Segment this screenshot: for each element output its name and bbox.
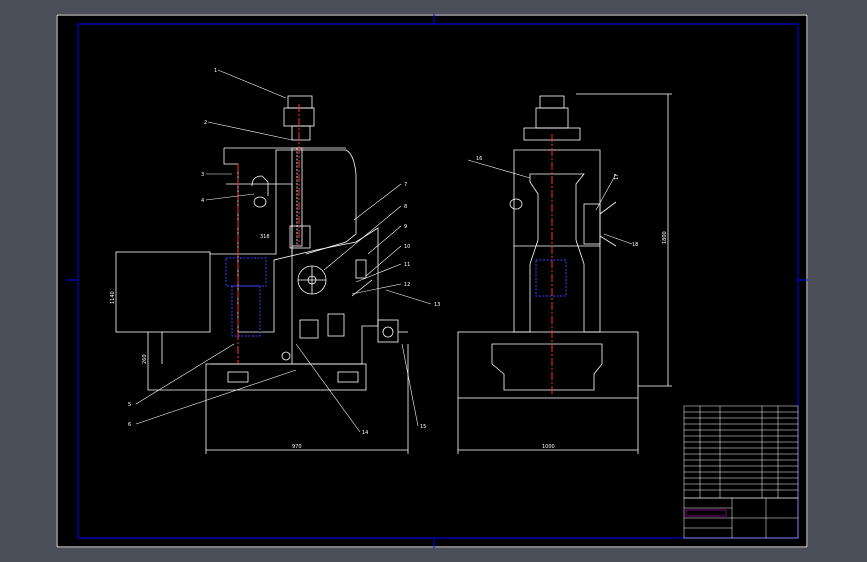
lever-block: [355, 259, 367, 279]
front-view: [115, 95, 409, 454]
hidden-spindle-top: [225, 257, 267, 287]
callout-16: 16: [476, 156, 482, 162]
side-hidden-spindle: [535, 259, 567, 297]
dim-text-side-height: 1800: [662, 231, 668, 244]
cad-drawing: 1 2 3 4 7 8 9 10 11 12 13 14 15 5 6 970 …: [56, 14, 808, 548]
side-lever-1: [599, 201, 617, 215]
side-lever-box: [583, 203, 601, 245]
side-view: [457, 93, 672, 454]
callout-1: 1: [214, 68, 217, 74]
front-hidden: [225, 104, 300, 364]
drawing-sheet: 1 2 3 4 7 8 9 10 11 12 13 14 15 5 6 970 …: [56, 14, 808, 548]
callout-15: 15: [420, 424, 426, 430]
tool-bell: [253, 196, 267, 208]
control-panel: [327, 313, 345, 337]
callout-7: 7: [404, 182, 407, 188]
callout-11: 11: [404, 262, 410, 268]
base-slot-left: [227, 371, 249, 383]
side-tool-bell: [509, 198, 523, 210]
callout-9: 9: [404, 224, 407, 230]
pivot-pin: [281, 351, 291, 361]
callout-5: 5: [128, 402, 131, 408]
dim-text-side: 1140: [110, 291, 116, 304]
front-leaders: [135, 69, 432, 433]
side-leaders: [467, 159, 633, 245]
callout-12: 12: [404, 282, 410, 288]
callout-18: 18: [632, 242, 638, 248]
parts-list: [683, 405, 799, 499]
side-motor-body: [535, 107, 569, 129]
side-motor-top: [539, 95, 565, 109]
side-callout-labels: 16 17 18 1000 1800: [476, 156, 668, 450]
side-hidden: [535, 134, 567, 396]
callout-14: 14: [362, 430, 368, 436]
front-base: [205, 363, 367, 391]
callout-8: 8: [404, 204, 407, 210]
callout-3: 3: [201, 172, 204, 178]
base-slot-right: [337, 371, 359, 383]
callout-17: 17: [614, 174, 620, 180]
arm-outline: [226, 183, 293, 254]
callout-4: 4: [201, 198, 204, 204]
side-motor: [377, 319, 399, 343]
side-base-pocket: [491, 343, 603, 391]
dim-text-318: 318: [260, 234, 270, 240]
inner-frame: [77, 23, 799, 539]
motor-neck: [291, 125, 311, 141]
callout-6: 6: [128, 422, 131, 428]
hidden-spindle-body: [231, 285, 261, 337]
side-base: [457, 331, 639, 399]
front-callout-labels: 1 2 3 4 7 8 9 10 11 12 13 14 15 5 6 970 …: [110, 68, 440, 450]
callout-10: 10: [404, 244, 410, 250]
title-block: [683, 497, 799, 539]
outer-frame: [56, 14, 808, 548]
callout-2: 2: [204, 120, 207, 126]
work-table: [115, 251, 211, 333]
dim-text-side-width: 1000: [542, 444, 555, 450]
motor-top: [287, 95, 313, 109]
side-lever-2: [599, 235, 617, 247]
callout-13: 13: [434, 302, 440, 308]
dim-text-front-height: 260: [142, 354, 148, 364]
dim-text-front-width: 970: [292, 444, 302, 450]
switch-box: [299, 319, 319, 339]
head-outline: [223, 148, 357, 255]
tool-hook: [251, 175, 269, 196]
side-motor-shaft: [382, 326, 394, 338]
title-highlight: [685, 509, 727, 517]
feed-box: [289, 225, 311, 249]
